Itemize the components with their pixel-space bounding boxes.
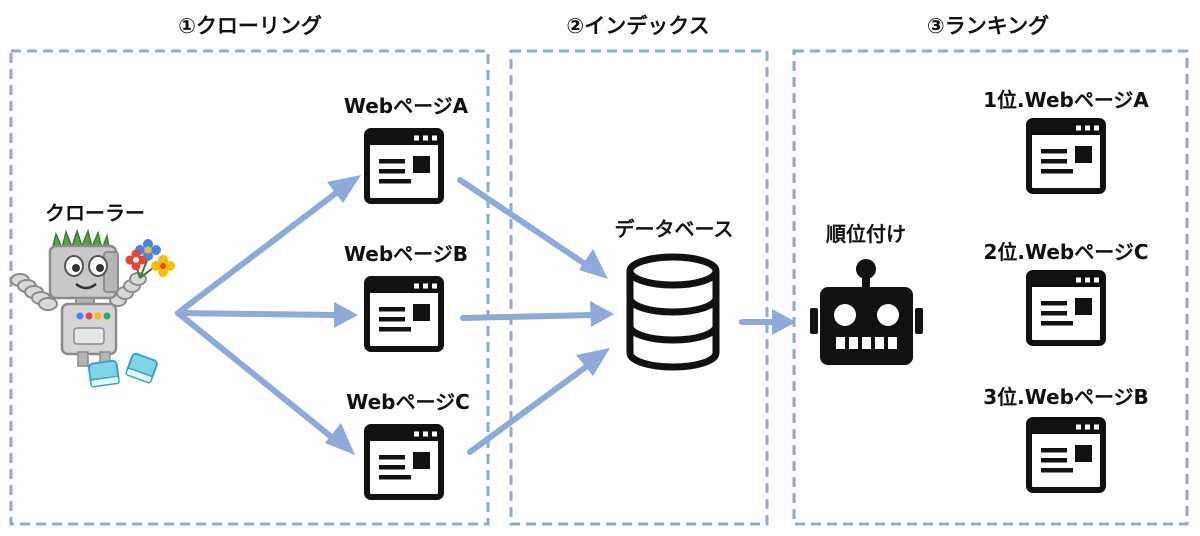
- webpage-b-icon: [367, 279, 441, 349]
- ranker-label: 順位付け: [826, 222, 906, 246]
- ranked-page-3-label: 3位.WebページB: [983, 385, 1149, 409]
- arrow-crawler-to-page-b-head: [334, 302, 358, 328]
- section-title-crawling: ①クローリング: [178, 14, 322, 38]
- arrow-page-c-to-database: [467, 361, 593, 455]
- ranked-page-1-icon: [1029, 121, 1103, 191]
- crawler-label: クローラー: [45, 201, 145, 225]
- arrow-database-to-ranker-head: [772, 309, 796, 335]
- arrow-crawler-to-page-a-head: [327, 175, 361, 203]
- arrow-page-b-to-database: [460, 312, 595, 321]
- section-frame-ranking: [792, 49, 1189, 526]
- flower-bouquet-icon: [125, 239, 175, 279]
- arrow-crawler-to-page-c: [175, 310, 337, 442]
- arrow-crawler-to-page-c-head: [325, 423, 355, 455]
- arrows: [175, 175, 796, 455]
- ranked-page-1-label: 1位.WebページA: [983, 88, 1149, 112]
- section-title-ranking: ③ランキング: [927, 14, 1049, 38]
- crawl-page-b-label: WebページB: [344, 242, 468, 266]
- arrow-page-b-to-database-head: [590, 301, 614, 327]
- arrow-page-a-to-database: [457, 177, 591, 269]
- arrow-page-a-to-database-head: [579, 249, 608, 279]
- webpage-a-icon: [367, 131, 441, 201]
- section-frame-indexing: [509, 49, 769, 526]
- ranked-page-2-icon: [1029, 273, 1103, 343]
- section-title-indexing: ②インデックス: [566, 14, 709, 38]
- database-label: データベース: [615, 217, 734, 241]
- arrow-crawler-to-page-b: [175, 310, 339, 318]
- arrow-crawler-to-page-a: [175, 187, 343, 316]
- database-icon: [626, 253, 720, 371]
- crawl-page-c-label: WebページC: [346, 390, 470, 414]
- crawler-robot-icon: [10, 228, 175, 388]
- ranked-page-2-label: 2位.WebページC: [983, 240, 1148, 264]
- webpage-c-icon: [367, 427, 441, 497]
- arrow-page-c-to-database-head: [576, 348, 610, 376]
- crawl-page-a-label: WebページA: [344, 94, 469, 118]
- section-frame-crawling: [9, 49, 490, 526]
- ranking-robot-icon: [810, 259, 923, 365]
- ranked-page-3-icon: [1029, 420, 1103, 490]
